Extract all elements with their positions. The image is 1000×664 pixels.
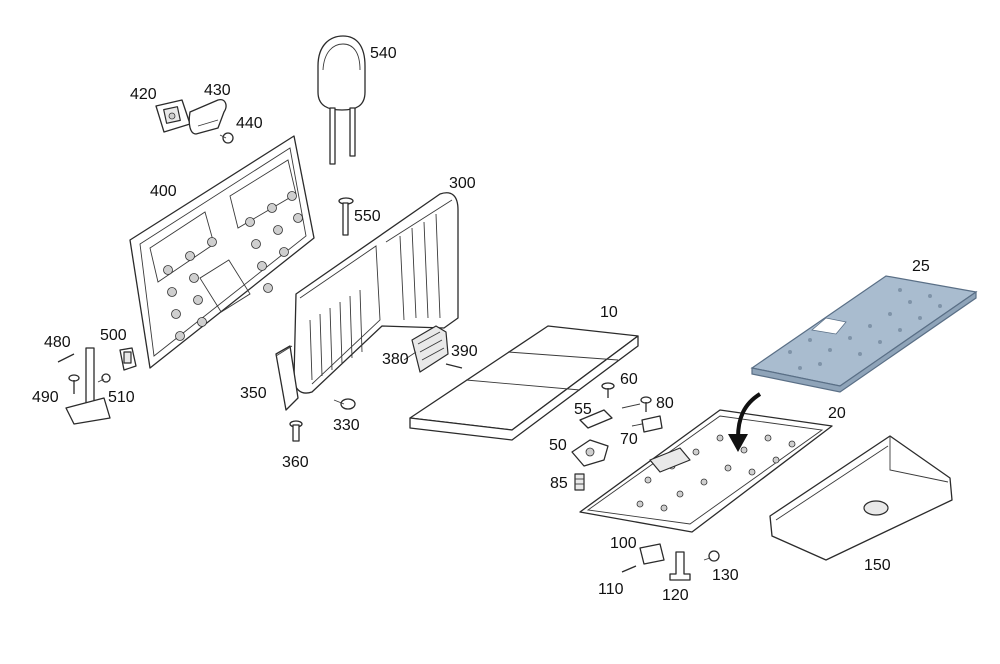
callout-50: 50	[549, 437, 567, 454]
screw-130-part	[703, 550, 720, 562]
callout-120: 120	[662, 587, 689, 604]
leader-lines	[275, 345, 643, 427]
panel-holes	[788, 288, 942, 370]
callout-70: 70	[620, 431, 638, 448]
callout-25: 25	[912, 258, 930, 275]
callout-110: 110	[598, 581, 624, 598]
callout-420: 420	[130, 86, 157, 103]
callout-550: 550	[354, 208, 381, 225]
base-tray-part	[579, 409, 833, 533]
callout-60: 60	[620, 371, 638, 388]
callout-55: 55	[574, 401, 592, 418]
bracket-100-part	[639, 543, 665, 565]
callout-130: 130	[712, 567, 739, 584]
hinge-490-part	[65, 347, 111, 425]
handle-cover-part	[188, 99, 227, 135]
floor-panel-part	[750, 275, 978, 393]
callout-350: 350	[240, 385, 267, 402]
callout-360: 360	[282, 454, 309, 471]
callout-430: 430	[204, 82, 231, 99]
grommet-330-part	[333, 398, 356, 410]
latch-50-part	[571, 439, 609, 467]
trim-350-part	[275, 345, 299, 411]
callout-20: 20	[828, 405, 846, 422]
seat-cushion-part	[409, 325, 639, 441]
callout-150: 150	[864, 557, 891, 574]
latch-plate-55-part	[579, 409, 613, 429]
callout-80: 80	[656, 395, 674, 412]
direction-arrow-icon	[728, 392, 762, 452]
bracket-500-part	[119, 347, 137, 371]
callout-400: 400	[150, 183, 177, 200]
callout-85: 85	[550, 475, 568, 492]
callout-540: 540	[370, 45, 397, 62]
callout-380: 380	[382, 351, 409, 368]
callout-300: 300	[449, 175, 476, 192]
bracket-120-part	[669, 551, 691, 581]
callout-390: 390	[451, 343, 478, 360]
bolt-360-part	[289, 420, 303, 442]
pin-550-part	[338, 197, 354, 236]
spring-85-part	[574, 473, 585, 491]
callout-100: 100	[610, 535, 637, 552]
callout-480: 480	[44, 334, 71, 351]
callout-510: 510	[108, 389, 135, 406]
mechanism-380-part	[411, 325, 449, 373]
callout-330: 330	[333, 417, 360, 434]
screw-80-part	[640, 396, 652, 412]
bolt-480-part	[57, 353, 75, 363]
callout-440: 440	[236, 115, 263, 132]
callout-10: 10	[600, 304, 618, 321]
screw-440-part	[219, 132, 234, 144]
clip-70-part	[641, 415, 663, 433]
headrest-part	[317, 35, 366, 165]
screw-510-part	[97, 373, 111, 383]
callout-490: 490	[32, 389, 59, 406]
callout-labels: 540 420 430 440 400 300 550 25 10 480 50…	[32, 45, 930, 604]
callout-500: 500	[100, 327, 127, 344]
tray-holes	[636, 434, 796, 512]
backrest-holes	[163, 191, 303, 341]
cover-150-part	[769, 435, 953, 561]
screw-110-part	[621, 565, 637, 573]
backrest-frame-part	[129, 135, 315, 369]
screw-390-part	[445, 363, 463, 369]
switch-part	[155, 99, 191, 133]
screw-60-part	[601, 382, 615, 398]
